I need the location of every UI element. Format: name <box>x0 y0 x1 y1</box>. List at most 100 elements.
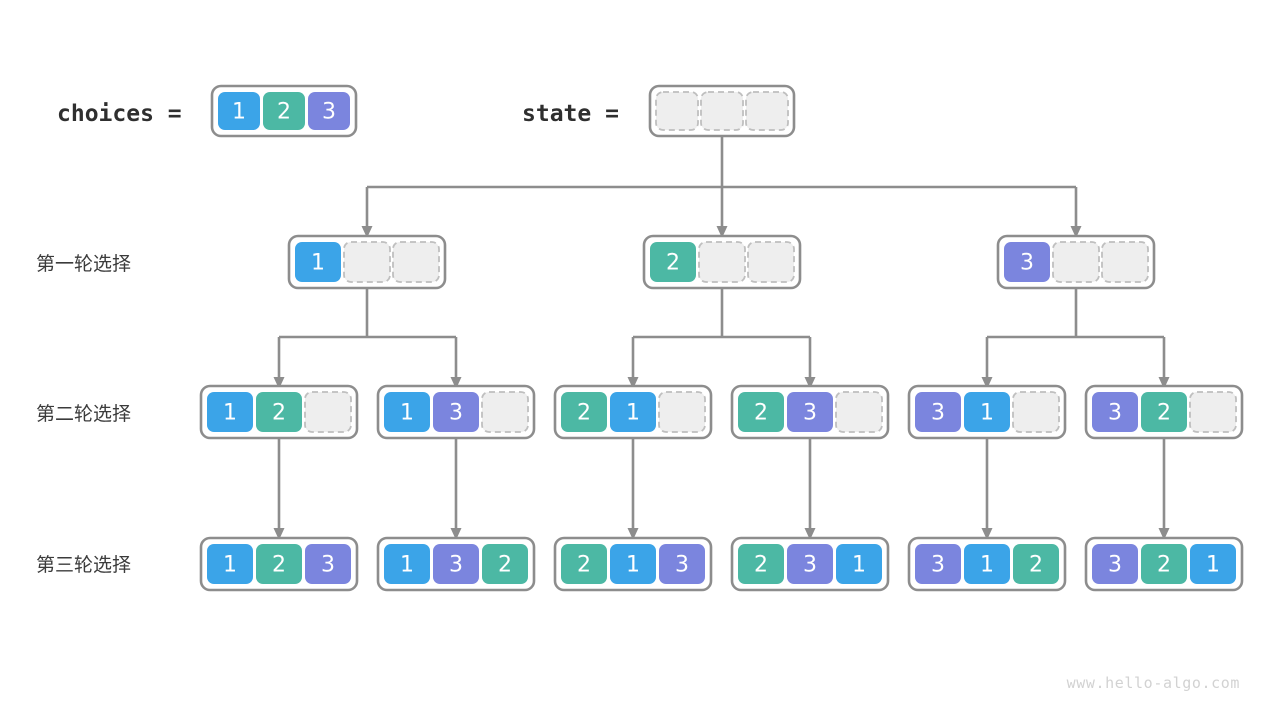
edge-group-level2-to-level3 <box>273 437 1170 540</box>
level2-node-4-slot-2-empty <box>1012 391 1060 433</box>
choices-array-slot-2-value: 3 <box>322 100 336 125</box>
level2-node-3-slot-1-filled <box>787 392 833 432</box>
level1-node-1-slot-0-filled <box>650 242 696 282</box>
state-array-slot-0-empty <box>655 91 699 131</box>
level3-node-0-slot-0-filled <box>207 544 253 584</box>
level2-node-1-slot-0-value: 1 <box>400 401 414 426</box>
level3-node-2-slot-0-value: 2 <box>577 553 591 578</box>
choices-array-slot-0-value: 1 <box>232 100 246 125</box>
level3-node-5-slot-1-value: 2 <box>1157 553 1171 578</box>
level2-node-3-slot-0-value: 2 <box>754 401 768 426</box>
arrow-head-root-to-n2 <box>1070 226 1082 238</box>
level3-node-0-slot-2-filled <box>305 544 351 584</box>
level3-node-0-slot-0-value: 1 <box>223 553 237 578</box>
level3-node-1-slot-2-value: 2 <box>498 553 512 578</box>
level1-node-2: 3 <box>996 234 1156 290</box>
level1-node-0: 1 <box>287 234 447 290</box>
level2-node-5-slot-2-empty <box>1189 391 1237 433</box>
choices-array-slot-1-value: 2 <box>277 100 291 125</box>
level3-node-1-slot-0-value: 1 <box>400 553 414 578</box>
level3-node-5-slot-1-filled <box>1141 544 1187 584</box>
arrow-head-root-to-n0 <box>361 226 373 238</box>
choices-array-slot-2-filled <box>308 92 350 130</box>
level3-node-5-slot-2-value: 1 <box>1206 553 1220 578</box>
arrow-head-l2n5-to-l3n5 <box>1158 528 1170 540</box>
level2-node-3-slot-2-empty <box>835 391 883 433</box>
level3-node-4-slot-1-value: 1 <box>980 553 994 578</box>
level3-node-5: 3 2 1 <box>1084 536 1244 592</box>
level1-node-1-slot-0-value: 2 <box>666 251 680 276</box>
level2-node-1-slot-0-filled <box>384 392 430 432</box>
level3-node-0-slot-2-value: 3 <box>321 553 335 578</box>
level3-node-5-slot-0-filled <box>1092 544 1138 584</box>
level1-node-0-slot-0-filled <box>295 242 341 282</box>
level3-node-3-slot-1-value: 3 <box>803 553 817 578</box>
level2-node-3-slot-1-value: 3 <box>803 401 817 426</box>
row-label-round-3: 第三轮选择 <box>36 554 131 576</box>
choices-array-slot-0-filled <box>218 92 260 130</box>
level1-node-0-slot-1-empty <box>343 241 391 283</box>
level3-node-1: 1 3 2 <box>376 536 536 592</box>
arrow-head-l1n1-to-l2n3 <box>804 377 816 389</box>
state-array-slot-2-empty <box>745 91 789 131</box>
level1-node-2-slot-2-empty <box>1101 241 1149 283</box>
level3-node-2-slot-0-filled <box>561 544 607 584</box>
level3-node-3-slot-1-filled <box>787 544 833 584</box>
state-array <box>648 84 796 138</box>
level1-node-0-slot-2-empty <box>392 241 440 283</box>
level2-node-2-slot-1-filled <box>610 392 656 432</box>
choices-label: choices = <box>57 101 182 127</box>
level2-node-5-slot-0-value: 3 <box>1108 401 1122 426</box>
level2-node-5-slot-1-value: 2 <box>1157 401 1171 426</box>
arrow-head-l1n0-to-l2n0 <box>273 377 285 389</box>
row-label-round-1: 第一轮选择 <box>36 253 131 275</box>
arrow-head-l2n0-to-l3n0 <box>273 528 285 540</box>
level1-node-0-slot-0-value: 1 <box>311 251 325 276</box>
level3-node-2-slot-2-filled <box>659 544 705 584</box>
arrow-head-l2n2-to-l3n2 <box>627 528 639 540</box>
level2-node-1-slot-2-empty <box>481 391 529 433</box>
level3-node-3-slot-0-value: 2 <box>754 553 768 578</box>
level2-node-2-slot-1-value: 1 <box>626 401 640 426</box>
level3-node-2-slot-1-value: 1 <box>626 553 640 578</box>
level3-node-1-slot-1-filled <box>433 544 479 584</box>
arrow-head-l1n1-to-l2n2 <box>627 377 639 389</box>
edge-group-root-to-level1 <box>361 135 1082 238</box>
level1-node-1-slot-2-empty <box>747 241 795 283</box>
level3-node-2: 2 1 3 <box>553 536 713 592</box>
arrow-head-l1n0-to-l2n1 <box>450 377 462 389</box>
level2-node-0-slot-1-filled <box>256 392 302 432</box>
level3-node-5-slot-0-value: 3 <box>1108 553 1122 578</box>
level1-node-2-slot-0-value: 3 <box>1020 251 1034 276</box>
level2-node-3-slot-0-filled <box>738 392 784 432</box>
level2-node-4-slot-0-value: 3 <box>931 401 945 426</box>
level2-node-2-slot-0-filled <box>561 392 607 432</box>
arrow-head-root-to-n1 <box>716 226 728 238</box>
arrow-head-l1n2-to-l2n4 <box>981 377 993 389</box>
level2-node-4-slot-1-filled <box>964 392 1010 432</box>
choices-array: 1 2 3 <box>210 84 358 138</box>
arrow-head-l2n3-to-l3n3 <box>804 528 816 540</box>
level3-node-4-slot-0-filled <box>915 544 961 584</box>
level3-node-2-slot-2-value: 3 <box>675 553 689 578</box>
level2-node-5-slot-0-filled <box>1092 392 1138 432</box>
choices-array-slot-1-filled <box>263 92 305 130</box>
level3-node-1-slot-1-value: 3 <box>449 553 463 578</box>
level2-node-4-slot-1-value: 1 <box>980 401 994 426</box>
level3-node-3-slot-0-filled <box>738 544 784 584</box>
level3-node-0: 1 2 3 <box>199 536 359 592</box>
row-label-round-2: 第二轮选择 <box>36 403 131 425</box>
level3-node-0-slot-1-value: 2 <box>272 553 286 578</box>
level3-node-2-slot-1-filled <box>610 544 656 584</box>
level2-node-0-slot-0-filled <box>207 392 253 432</box>
level3-node-4-slot-2-filled <box>1013 544 1059 584</box>
